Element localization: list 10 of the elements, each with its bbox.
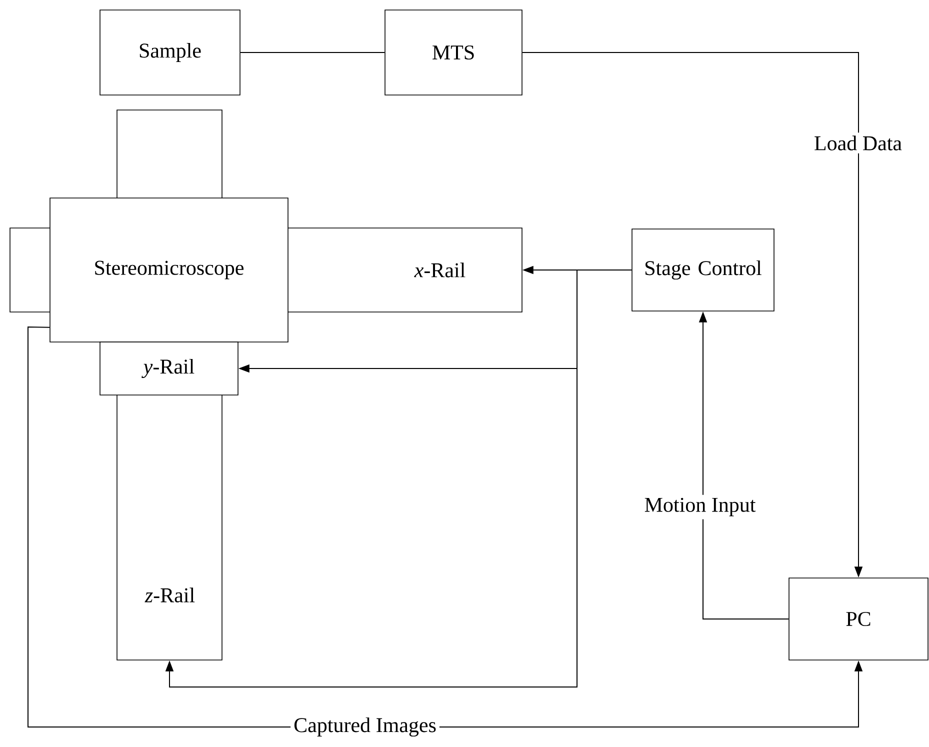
rail-box: y-Rail — [100, 342, 238, 396]
process-box: Sample — [100, 10, 240, 96]
connector-line — [240, 52, 386, 53]
arrow — [165, 270, 632, 688]
process-box: Stage Control — [632, 228, 774, 312]
edge-label: Motion Input — [641, 494, 759, 520]
process-box: MTS — [384, 10, 522, 96]
process-box: PC — [788, 578, 928, 660]
edge-label: Captured Images — [290, 714, 440, 740]
edge-label: Load Data — [811, 132, 906, 154]
